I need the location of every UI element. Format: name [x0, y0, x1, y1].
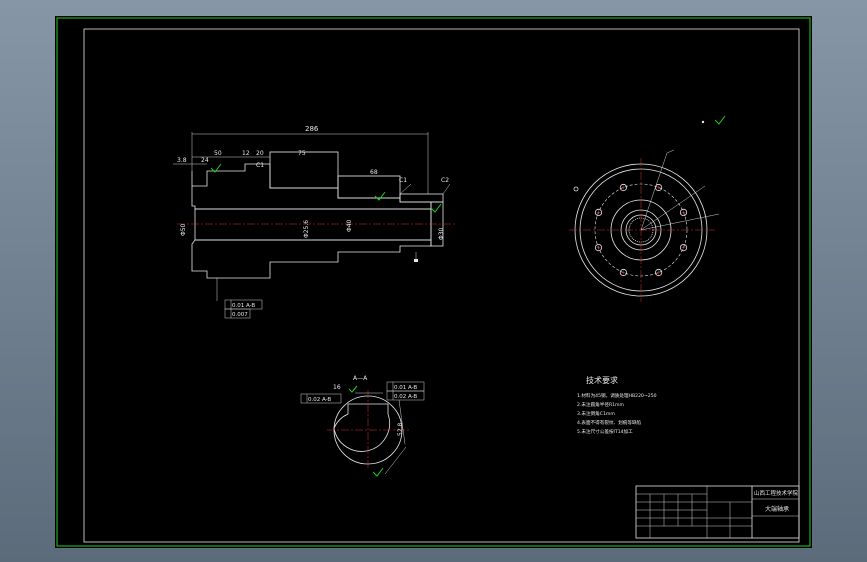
roughness-mark-general — [714, 115, 726, 125]
notes-title: 技术要求 — [586, 375, 618, 385]
section-tol-frame-b — [386, 390, 425, 401]
outer-frame — [56, 17, 811, 547]
dim-75: 75 — [298, 150, 306, 157]
dia-left: Φ50 — [180, 223, 187, 236]
tolerance-value-1: 0.01 A-B — [232, 303, 255, 309]
roughness-mark — [210, 163, 222, 173]
dim-68: 68 — [370, 169, 378, 176]
dia-mid: Φ25.6 — [303, 220, 310, 238]
inner-frame — [83, 28, 800, 543]
technical-requirements: 技术要求 1.材料为45钢，调质处理HB220~250 2.未注圆角半径R1mm 3… — [577, 375, 657, 435]
roughness-mark — [430, 203, 442, 213]
section-tol-frame-left — [300, 393, 342, 404]
shaft-end-step — [399, 193, 444, 203]
dim-20: 20 — [256, 150, 264, 157]
shaft-view: 286 50 12 20 75 68 3.8 24 C1 C1 C2 Φ50 Φ… — [173, 125, 455, 319]
notes-list: 1.材料为45钢，调质处理HB220~250 2.未注圆角半径R1mm 3.未注倒角… — [577, 392, 657, 435]
roughness-mark — [374, 191, 386, 201]
drawing-canvas: 286 50 12 20 75 68 3.8 24 C1 C1 C2 Φ50 Φ… — [56, 17, 811, 547]
section-hatch — [333, 403, 390, 452]
dim-24: 24 — [201, 157, 209, 164]
section-tol-b: 0.02 A-B — [394, 394, 417, 400]
dim-12: 12 — [242, 150, 250, 157]
section-tol-left: 0.02 A-B — [308, 397, 331, 403]
chamfer-label-left: C1 — [256, 162, 264, 169]
dia-right: Φ30 — [438, 227, 445, 240]
bolt-hole — [594, 208, 603, 216]
chamfer-label-c1: C1 — [399, 177, 407, 184]
keyway-step — [269, 151, 339, 189]
school-name: 山西工程技术学院 — [754, 489, 799, 497]
section-tol-a: 0.01 A-B — [394, 385, 417, 391]
part-name: 大端轴承 — [765, 505, 789, 513]
shaft-bore — [194, 208, 432, 241]
section-dim-52: 52.8 — [397, 422, 404, 436]
note-line: 3.未注倒角C1mm — [577, 410, 615, 417]
title-block: 山西工程技术学院 大端轴承 — [635, 485, 800, 539]
flange-view — [569, 115, 726, 302]
bolt-hole — [654, 268, 663, 277]
chamfer-label-c2: C2 — [441, 177, 449, 184]
drawing-sheet: 286 50 12 20 75 68 3.8 24 C1 C1 C2 Φ50 Φ… — [55, 16, 812, 548]
note-line: 5.未注尺寸公差按IT14加工 — [577, 428, 633, 435]
bolt-hole — [594, 244, 603, 252]
bolt-holes — [594, 183, 688, 277]
tolerance-frame-2 — [224, 308, 251, 319]
shaft-step-68 — [337, 175, 401, 199]
bolt-hole — [679, 244, 688, 252]
note-line: 4.表面不得有裂纹、划痕等缺陷 — [577, 419, 642, 426]
dim-50: 50 — [214, 150, 222, 157]
section-a-a: A—A 16 52.8 0.01 A-B 0.02 A-B 0.02 A-B — [300, 375, 425, 477]
dia-bore: Φ40 — [346, 219, 353, 232]
tolerance-value-2: 0.007 — [232, 312, 248, 318]
shaft-upper-section — [191, 163, 432, 210]
bolt-hole — [679, 208, 688, 216]
section-dim-16: 16 — [333, 384, 341, 391]
bolt-hole — [619, 183, 628, 192]
shaft-lower-section — [191, 239, 432, 279]
note-line: 1.材料为45钢，调质处理HB220~250 — [577, 392, 657, 399]
dim-3-8: 3.8 — [177, 157, 187, 164]
note-line: 2.未注圆角半径R1mm — [577, 401, 625, 408]
bolt-hole — [619, 268, 628, 277]
section-title: A—A — [353, 375, 368, 382]
dim-total: 286 — [305, 125, 319, 133]
